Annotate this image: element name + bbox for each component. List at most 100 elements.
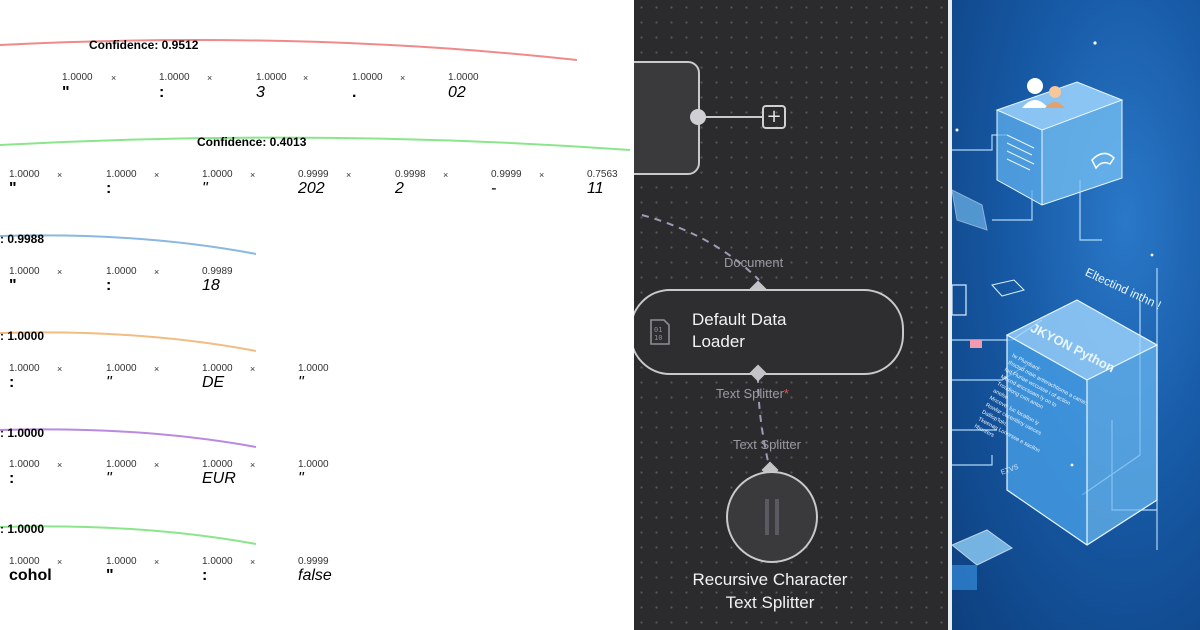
- token-probability: 1.0000: [106, 266, 137, 277]
- token-text: :: [9, 374, 15, 391]
- token-text: ": [9, 180, 17, 197]
- confidence-curve-6: [0, 525, 257, 545]
- output-handle[interactable]: [690, 109, 706, 125]
- multiply-sign: ×: [57, 267, 63, 277]
- recursive-character-splitter-node[interactable]: [726, 471, 818, 563]
- token-probability: 0.7563: [587, 169, 618, 180]
- multiply-sign: ×: [207, 73, 213, 83]
- multiply-sign: ×: [154, 460, 160, 470]
- multiply-sign: ×: [57, 364, 63, 374]
- confidence-label: Confidence: 0.4013: [197, 135, 307, 149]
- text-splitter-output-text: Text Splitter: [716, 386, 784, 401]
- multiply-sign: ×: [154, 267, 160, 277]
- token-probability: 1.0000: [106, 556, 137, 567]
- node-graph-canvas[interactable]: + Document 01 10 Default Data Loader Tex…: [634, 0, 948, 630]
- token-probability: 1.0000: [9, 556, 40, 567]
- loader-title-line2: Loader: [692, 332, 745, 351]
- token-probability: 1.0000: [298, 363, 329, 374]
- multiply-sign: ×: [57, 460, 63, 470]
- token-probability: 1.0000: [448, 72, 479, 83]
- token-text: ": [106, 470, 112, 487]
- confidence-curve-3: [0, 234, 257, 255]
- token-probability: 1.0000: [159, 72, 190, 83]
- token-text: ": [106, 374, 112, 391]
- multiply-sign: ×: [250, 364, 256, 374]
- token-probability: 1.0000: [9, 169, 40, 180]
- add-node-button[interactable]: +: [762, 105, 786, 129]
- top-cube: [995, 78, 1124, 206]
- token-probability: 0.9999: [491, 169, 522, 180]
- token-probability: 0.9999: [298, 556, 329, 567]
- token-probability: 1.0000: [9, 363, 40, 374]
- token-probability: 1.0000: [9, 266, 40, 277]
- token-text: ": [62, 84, 70, 101]
- svg-text:10: 10: [654, 334, 662, 342]
- token-text: EUR: [202, 470, 236, 487]
- loader-title-line1: Default Data: [692, 310, 787, 329]
- svg-text:01: 01: [654, 326, 662, 334]
- document-edge: [641, 214, 760, 281]
- multiply-sign: ×: [303, 73, 309, 83]
- multiply-sign: ×: [111, 73, 117, 83]
- token-probability: 1.0000: [352, 72, 383, 83]
- bottom-platform: [952, 529, 1013, 590]
- multiply-sign: ×: [443, 170, 449, 180]
- document-port-label: Document: [724, 255, 784, 270]
- text-splitter-output-label: Text Splitter*: [716, 386, 789, 401]
- splitter-title-line2: Text Splitter: [725, 593, 815, 612]
- token-probability: 0.9999: [298, 169, 329, 180]
- token-text: 18: [202, 277, 220, 294]
- token-text: 11: [587, 180, 604, 197]
- token-probability: 1.0000: [298, 459, 329, 470]
- token-probability: 0.9998: [395, 169, 426, 180]
- token-text: :: [9, 470, 15, 487]
- multiply-sign: ×: [57, 170, 63, 180]
- token-text: 02: [448, 84, 466, 101]
- multiply-sign: ×: [250, 557, 256, 567]
- multiply-sign: ×: [154, 557, 160, 567]
- splitter-title-line1: Recursive Character: [692, 570, 848, 589]
- multiply-sign: ×: [57, 557, 63, 567]
- token-text: 2: [395, 180, 404, 197]
- token-confidence-panel: Confidence: 0.9512 1.0000 1.0000 1.0000 …: [0, 38, 631, 584]
- loader-title: Default Data Loader: [692, 309, 787, 353]
- token-text: cohol: [9, 567, 52, 584]
- token-text: false: [298, 567, 332, 584]
- confidence-curve-2: [0, 136, 631, 151]
- confidence-label: Confidence: 0.9512: [89, 38, 199, 52]
- default-data-loader-node[interactable]: 01 10 Default Data Loader: [634, 289, 904, 375]
- binary-file-icon: 01 10: [650, 319, 670, 345]
- multiply-sign: ×: [154, 170, 160, 180]
- token-text: ": [298, 470, 304, 487]
- token-probability: 1.0000: [202, 169, 233, 180]
- multiply-sign: ×: [250, 460, 256, 470]
- confidence-curve-4: [0, 331, 257, 352]
- token-text: ": [298, 374, 304, 391]
- panel-divider: [948, 0, 952, 630]
- token-text: :: [202, 567, 208, 584]
- token-text: 3: [256, 84, 265, 101]
- left-panels: [952, 189, 1025, 348]
- token-text: .: [352, 84, 357, 101]
- token-text: -: [491, 180, 497, 197]
- token-probability: 0.9989: [202, 266, 233, 277]
- splitter-edge: [757, 375, 771, 471]
- confidence-label: : 0.9988: [0, 232, 45, 246]
- illustration-art: [952, 41, 1159, 590]
- sparkles: [955, 41, 1154, 467]
- token-probability: 1.0000: [202, 556, 233, 567]
- multiply-sign: ×: [346, 170, 352, 180]
- multiply-sign: ×: [154, 364, 160, 374]
- token-probability: 1.0000: [9, 459, 40, 470]
- token-text: 202: [298, 180, 325, 197]
- confidence-label: : 1.0000: [0, 329, 45, 343]
- multiply-sign: ×: [400, 73, 406, 83]
- token-probability: 1.0000: [106, 459, 137, 470]
- confidence-curve-5: [0, 428, 257, 448]
- multiply-sign: ×: [539, 170, 545, 180]
- confidence-label: : 1.0000: [0, 426, 45, 440]
- confidence-label: : 1.0000: [0, 522, 45, 536]
- required-marker: *: [783, 386, 789, 401]
- token-text: ": [9, 277, 17, 294]
- token-text: :: [159, 84, 165, 101]
